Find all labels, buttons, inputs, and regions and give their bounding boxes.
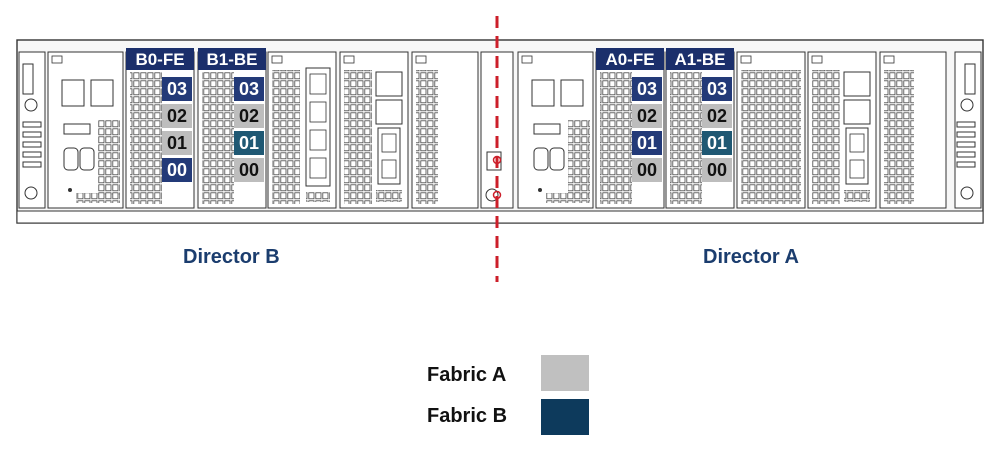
module-tag-bg (126, 48, 194, 70)
legend-fabric-b-swatch (541, 399, 589, 435)
port-label: 01 (637, 133, 657, 153)
module-tag-bg (596, 48, 664, 70)
port-label: 03 (637, 79, 657, 99)
port-01-bg (162, 131, 192, 155)
port-label: 03 (707, 79, 727, 99)
io-module-slot (411, 51, 479, 209)
port-01-bg (234, 131, 264, 155)
io-module-a1-be: A1-BE 03 02 01 00 (665, 48, 735, 209)
legend-fabric-a-label: Fabric A (427, 364, 507, 386)
port-label: 02 (707, 106, 727, 126)
io-module-b0-fe: B0-FE 03 02 01 00 (125, 48, 195, 209)
io-module-slot (339, 51, 409, 209)
module-tag-label: B1-BE (206, 50, 257, 69)
port-03-bg (632, 77, 662, 101)
module-tag-label: B0-FE (135, 50, 184, 69)
management-module-b (47, 51, 124, 209)
port-00-bg (702, 158, 732, 182)
module-tag-bg (198, 48, 266, 70)
director-b-label: Director B (183, 246, 280, 268)
io-module-slot (807, 51, 877, 209)
port-01-bg (702, 131, 732, 155)
port-label: 01 (167, 133, 187, 153)
io-module-a0-fe: A0-FE 03 02 01 00 (595, 48, 665, 209)
port-label: 02 (167, 106, 187, 126)
port-label: 03 (239, 79, 259, 99)
port-00-bg (632, 158, 662, 182)
port-03-bg (702, 77, 732, 101)
port-03-bg (162, 77, 192, 101)
port-03-bg (234, 77, 264, 101)
port-01-bg (632, 131, 662, 155)
divider-marker (492, 190, 502, 200)
right-rack-ear (954, 51, 982, 209)
io-module-b1-be: B1-BE 03 02 01 00 (197, 48, 267, 209)
port-label: 00 (637, 160, 657, 180)
port-02-bg (632, 104, 662, 128)
port-label: 02 (637, 106, 657, 126)
port-label: 00 (239, 160, 259, 180)
module-tag-label: A0-FE (605, 50, 654, 69)
port-02-bg (234, 104, 264, 128)
port-02-bg (702, 104, 732, 128)
legend-fabric-a-swatch (541, 355, 589, 391)
management-module-a (517, 51, 594, 209)
director-a-label: Director A (703, 246, 799, 268)
port-label: 00 (707, 160, 727, 180)
io-module-slot (267, 51, 337, 209)
left-rack-ear (18, 51, 46, 209)
divider-marker (492, 155, 502, 165)
module-tag-label: A1-BE (674, 50, 725, 69)
port-00-bg (234, 158, 264, 182)
io-module-slot (879, 51, 947, 209)
port-label: 01 (707, 133, 727, 153)
port-label: 00 (167, 160, 187, 180)
port-label: 02 (239, 106, 259, 126)
port-02-bg (162, 104, 192, 128)
legend-fabric-b-label: Fabric B (427, 405, 508, 427)
port-00-bg (162, 158, 192, 182)
port-label: 01 (239, 133, 259, 153)
io-module-slot (736, 51, 806, 209)
module-tag-bg (666, 48, 734, 70)
port-label: 03 (167, 79, 187, 99)
